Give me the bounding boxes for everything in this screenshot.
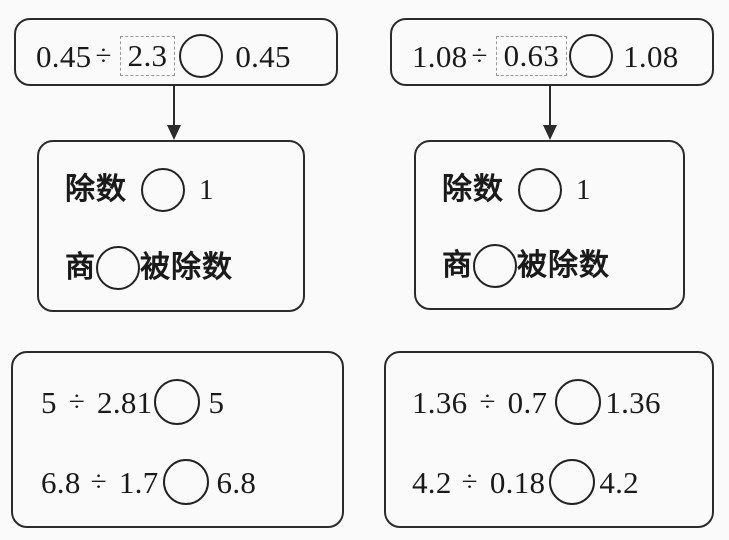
comparison-circle[interactable]: [154, 379, 201, 425]
right-side-value: 1.36: [605, 384, 661, 420]
rule-row-quotient: 商 被除数: [442, 244, 610, 288]
comparison-circle[interactable]: [96, 246, 140, 290]
comparison-circle[interactable]: [473, 244, 517, 288]
right-side-value: 4.2: [599, 464, 639, 500]
top-right-expression: 1.08 ÷ 0.63 1.08: [412, 34, 679, 78]
rule-right-label: 被除数: [517, 248, 610, 283]
rule-right-label: 被除数: [140, 250, 233, 285]
top-left-expression: 0.45 ÷ 2.3 0.45: [36, 34, 291, 78]
dividend: 6.8: [41, 464, 81, 500]
arrow-top-left-to-middle-left: [166, 86, 182, 140]
middle-left-rule-box[interactable]: 除数 1 商 被除数: [37, 140, 305, 312]
division-operator: ÷: [471, 39, 488, 72]
division-operator: ÷: [461, 465, 478, 498]
dividend: 1.36: [412, 384, 468, 420]
division-operator: ÷: [68, 385, 86, 418]
rule-right-label: 1: [576, 173, 592, 206]
divisor: 2.81: [97, 384, 153, 420]
comparison-circle[interactable]: [569, 34, 614, 78]
rule-right-label: 1: [199, 173, 215, 206]
comparison-circle[interactable]: [179, 34, 224, 78]
comparison-circle[interactable]: [549, 459, 596, 505]
right-side-value: 5: [208, 384, 225, 420]
rule-row-quotient: 商 被除数: [65, 246, 233, 290]
comparison-circle[interactable]: [555, 379, 602, 425]
top-left-expression-box[interactable]: 0.45 ÷ 2.3 0.45: [14, 18, 338, 86]
exercise-row: 1.36 ÷ 0.7 1.36: [412, 379, 661, 425]
divisor: 0.63: [503, 38, 560, 73]
comparison-circle[interactable]: [518, 168, 562, 212]
rule-left-label: 除数: [65, 172, 127, 207]
division-operator: ÷: [90, 465, 107, 498]
divisor-highlight-box[interactable]: 0.63: [495, 36, 568, 76]
exercise-row: 5 ÷ 2.81 5: [41, 379, 224, 425]
bottom-right-exercise-box[interactable]: 1.36 ÷ 0.7 1.36 4.2 ÷ 0.18 4.2: [384, 351, 714, 528]
comparison-circle[interactable]: [141, 168, 185, 212]
exercise-row: 6.8 ÷ 1.7 6.8: [41, 459, 256, 505]
dividend: 0.45: [36, 38, 92, 74]
division-operator: ÷: [95, 39, 112, 72]
top-right-expression-box[interactable]: 1.08 ÷ 0.63 1.08: [390, 18, 714, 86]
rule-left-label: 除数: [442, 172, 504, 207]
dividend: 4.2: [412, 464, 452, 500]
middle-right-rule-box[interactable]: 除数 1 商 被除数: [414, 140, 685, 310]
rule-left-label: 商: [442, 248, 473, 283]
rule-left-label: 商: [65, 250, 96, 285]
right-side-value: 1.08: [623, 38, 679, 74]
divisor: 2.3: [127, 38, 168, 73]
divisor: 0.18: [489, 464, 546, 500]
comparison-circle[interactable]: [162, 459, 209, 505]
exercise-row: 4.2 ÷ 0.18 4.2: [412, 459, 639, 505]
right-side-value: 6.8: [216, 464, 257, 500]
division-operator: ÷: [479, 385, 496, 418]
right-side-value: 0.45: [235, 38, 291, 74]
dividend: 5: [41, 384, 57, 420]
arrow-top-right-to-middle-right: [542, 86, 558, 140]
divisor: 1.7: [118, 464, 159, 500]
bottom-left-exercise-box[interactable]: 5 ÷ 2.81 5 6.8 ÷ 1.7 6.8: [11, 351, 344, 528]
rule-row-divisor: 除数 1: [442, 168, 592, 212]
rule-row-divisor: 除数 1: [65, 168, 215, 212]
dividend: 1.08: [412, 38, 468, 74]
divisor-highlight-box[interactable]: 2.3: [119, 36, 176, 76]
divisor: 0.7: [507, 384, 548, 420]
